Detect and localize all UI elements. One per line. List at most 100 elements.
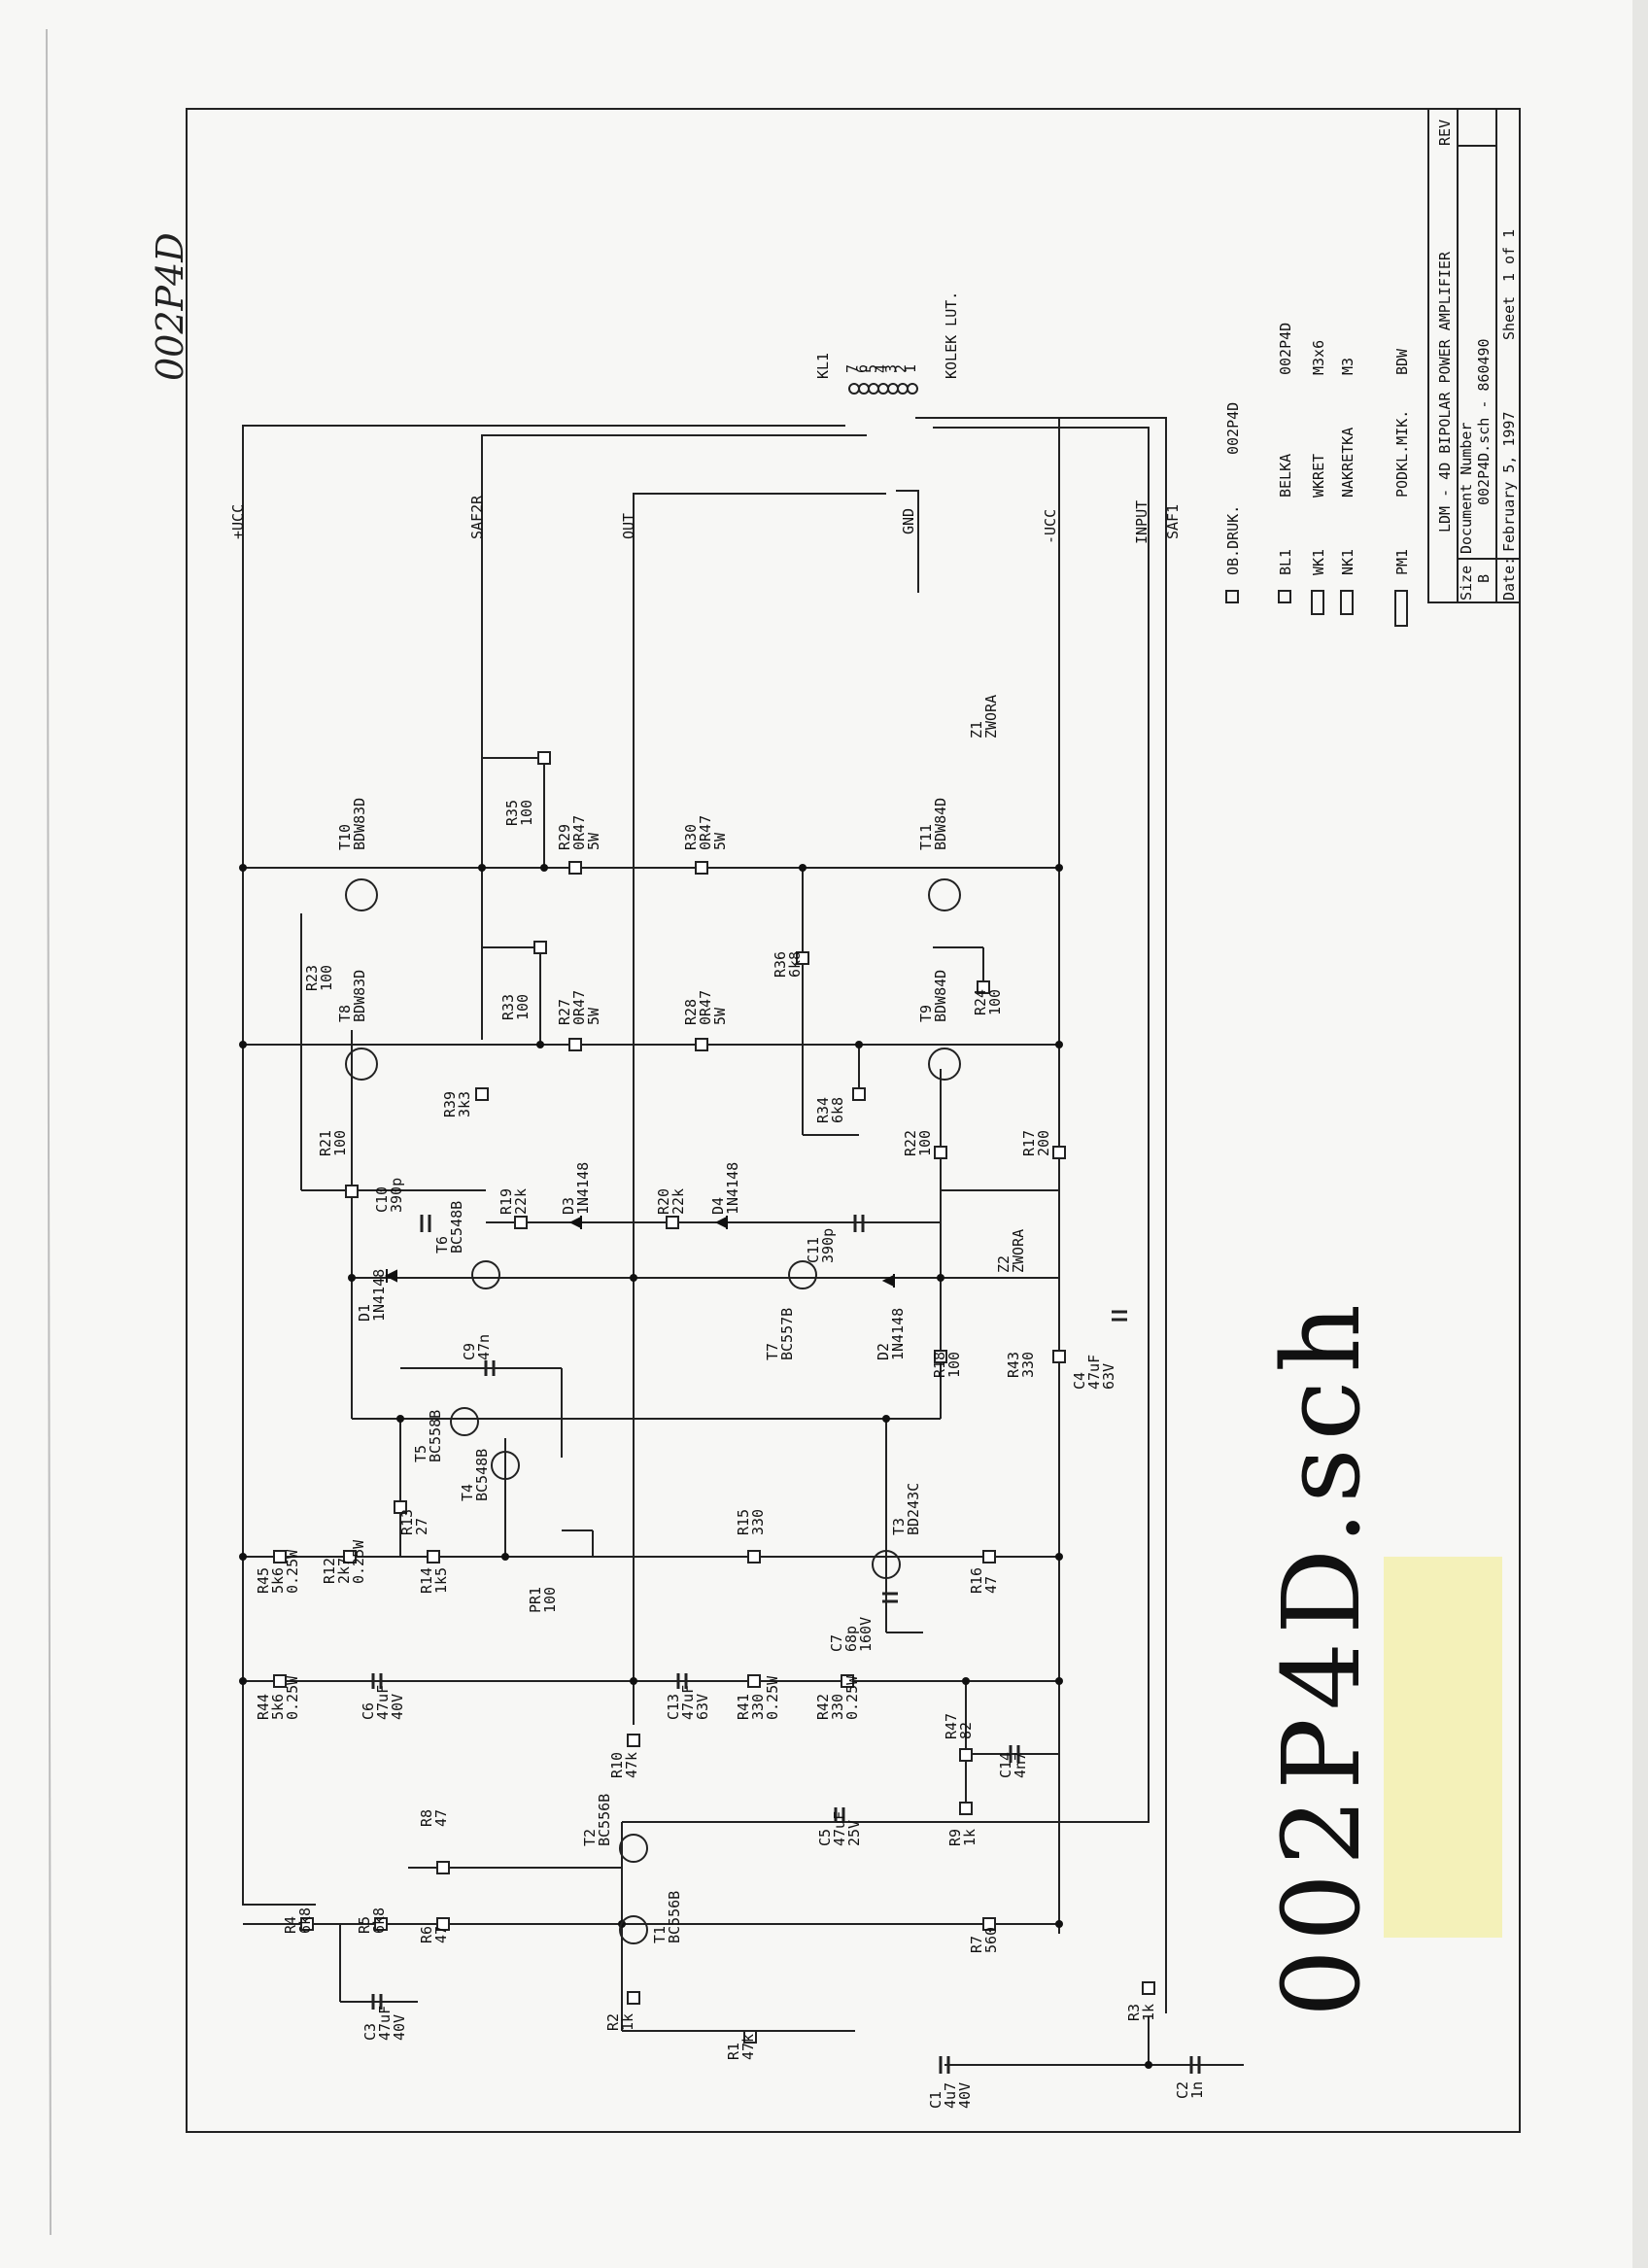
component-label: R270R475W — [556, 990, 602, 1025]
component-label: R1922k — [498, 1188, 530, 1215]
component-label: R2022k — [655, 1188, 687, 1215]
component-value: BC558B — [427, 1410, 444, 1462]
doc-number-label: Document Number — [1458, 423, 1475, 554]
component-label: R847 — [418, 1809, 450, 1827]
component-value: 5k6 — [269, 1567, 287, 1594]
component-ref: R8 — [418, 1809, 435, 1827]
big-title: 002P4D.sch — [1259, 1296, 1384, 2017]
component-value: 5W — [585, 1007, 602, 1025]
date-value: February 5, 1997 — [1500, 412, 1518, 553]
component-value: 5W — [711, 1007, 729, 1025]
component-label: R15330 — [735, 1509, 767, 1535]
connector-pin: 1 — [902, 364, 919, 373]
component-value: 200 — [1035, 1130, 1052, 1156]
rev-label: REV — [1436, 120, 1454, 146]
component-value: 390p — [819, 1228, 837, 1263]
component-label: R300R475W — [682, 815, 729, 850]
component-ref: T10 — [336, 824, 354, 850]
component-value: 40V — [391, 2014, 408, 2041]
component-ref: C5 — [816, 1829, 834, 1846]
component-label: D41N4148 — [709, 1162, 741, 1215]
component-label: C144n7 — [997, 1752, 1029, 1778]
component-label: PR1100 — [527, 1587, 559, 1613]
component-label: R455k60.25W — [255, 1549, 301, 1594]
component-label: R346k8 — [814, 1097, 846, 1123]
rail-saf2r: SAF2R — [468, 495, 486, 539]
component-ref: D3 — [560, 1197, 577, 1215]
component-label: C14u740V — [927, 2082, 974, 2109]
component-ref: R23 — [303, 965, 321, 991]
component-label: R33100 — [499, 994, 532, 1020]
component-label: T7BC557B — [764, 1308, 796, 1360]
component-value: 6k8 — [786, 951, 804, 978]
component-label: T6BC548B — [433, 1201, 465, 1254]
component-label: C1347uF63V — [665, 1685, 711, 1720]
handwritten-id: 002P4D — [149, 232, 191, 381]
connector-ref: KL1 — [814, 353, 832, 379]
rail-input: INPUT — [1133, 500, 1150, 544]
component-value: 4n7 — [1012, 1752, 1029, 1778]
part-ob-druk: OB.DRUK. — [1224, 505, 1242, 575]
component-label: R46k8 — [282, 1907, 314, 1934]
component-value: BC548B — [448, 1201, 465, 1254]
component-label: C11390p — [805, 1228, 837, 1263]
component-ref: R1 — [725, 2043, 742, 2060]
sheet-label: Sheet — [1500, 296, 1518, 340]
connector-name: KOLEK LUT. — [943, 292, 960, 379]
component-value: 5W — [711, 832, 729, 850]
wiring — [242, 417, 1244, 2066]
component-ref: R5 — [356, 1916, 373, 1934]
connector-pin: 7 — [843, 364, 861, 373]
transistor-symbols — [345, 878, 961, 1944]
component-label: R290R475W — [556, 815, 602, 850]
component-ref: R15 — [735, 1509, 752, 1535]
part-nk1-value: M3 — [1339, 358, 1356, 375]
component-ref: C7 — [828, 1634, 845, 1652]
component-ref: D1 — [356, 1304, 373, 1322]
component-ref: R20 — [655, 1188, 672, 1215]
component-ref: R6 — [418, 1926, 435, 1943]
component-label: C947n — [461, 1334, 493, 1360]
component-value: 1N4148 — [370, 1269, 388, 1322]
component-ref: C10 — [373, 1186, 391, 1213]
component-value: 47uF — [1085, 1355, 1103, 1390]
sheet-value: 1 of 1 — [1500, 229, 1518, 282]
component-value: 1n — [1188, 2081, 1206, 2099]
part-bl1-name: BELKA — [1277, 454, 1294, 498]
component-ref: R19 — [498, 1188, 515, 1215]
component-ref: C13 — [665, 1694, 682, 1720]
component-ref: R24 — [972, 989, 989, 1015]
component-label: Z2ZWORA — [995, 1229, 1027, 1273]
part-pm1: PM1 — [1393, 549, 1411, 575]
component-label: R23100 — [303, 965, 335, 991]
component-ref: R42 — [814, 1694, 832, 1720]
component-value: 47k — [623, 1752, 640, 1778]
component-value: BC557B — [778, 1308, 796, 1360]
title-block — [1427, 108, 1521, 603]
component-ref: R13 — [398, 1509, 416, 1535]
component-value: 0R47 — [697, 990, 714, 1025]
component-label: R280R475W — [682, 990, 729, 1025]
component-value: 25V — [845, 1820, 863, 1846]
component-label: R647 — [418, 1926, 450, 1943]
component-ref: R17 — [1020, 1130, 1038, 1156]
diode-symbols — [384, 1216, 895, 1288]
component-label: C347uF40V — [361, 2006, 408, 2041]
part-wk1: WK1 — [1310, 549, 1327, 575]
component-ref: R18 — [931, 1352, 948, 1378]
component-value: 22k — [670, 1188, 687, 1215]
component-label: R91k — [946, 1829, 978, 1846]
component-label: R21k — [604, 2013, 636, 2031]
component-ref: R7 — [968, 1936, 985, 1953]
component-value: 5k6 — [269, 1694, 287, 1720]
component-label: C10390p — [373, 1178, 405, 1213]
rail-ucc-neg: -UCC — [1042, 509, 1059, 544]
component-label: C647uF40V — [360, 1685, 406, 1720]
component-label: T1BC556B — [651, 1891, 683, 1943]
component-label: T2BC556B — [581, 1794, 613, 1846]
component-value: 100 — [945, 1352, 963, 1378]
connector-pin: 5 — [863, 364, 880, 373]
component-label: T10BDW83D — [336, 798, 368, 850]
component-value: 47uF — [374, 1685, 392, 1720]
title-text: LDM - 4D BIPOLAR POWER AMPLIFIER — [1436, 251, 1454, 533]
